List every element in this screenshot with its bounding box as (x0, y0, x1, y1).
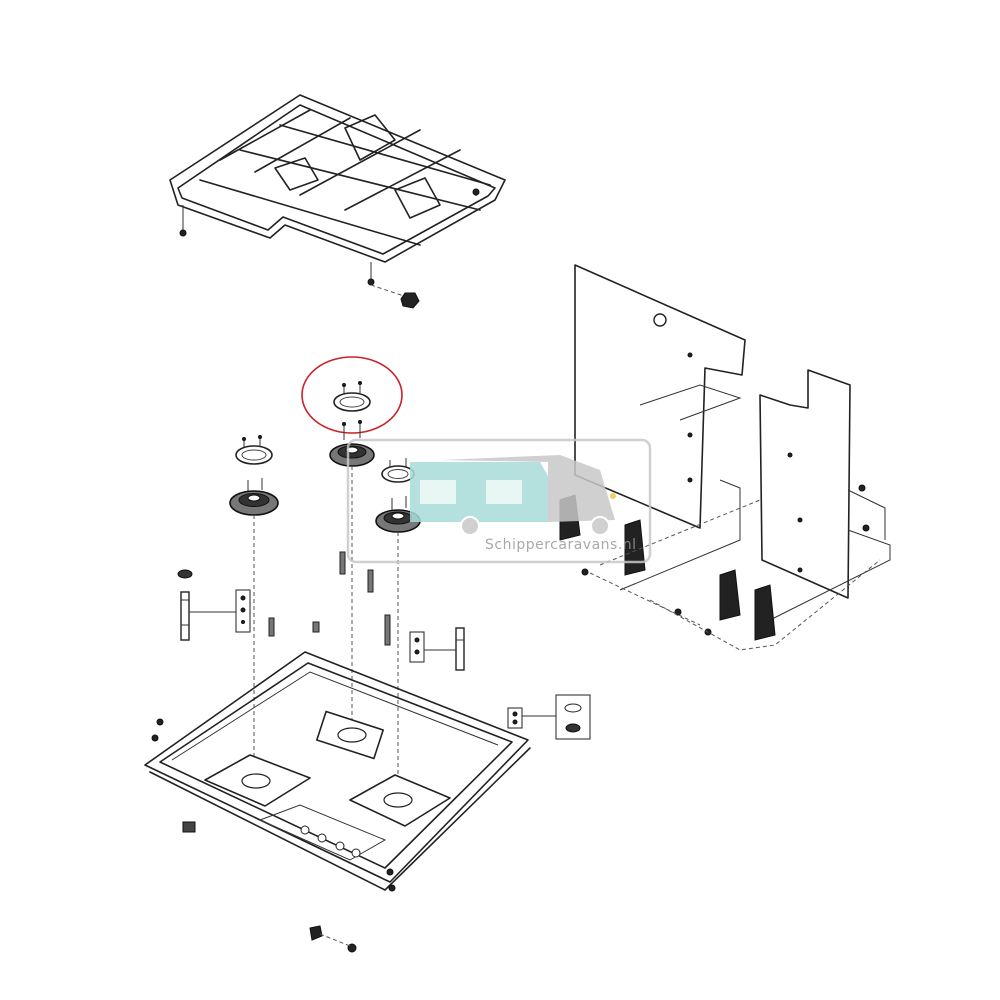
caravan-logo-icon (410, 462, 548, 522)
lid-panel-small (759, 369, 891, 621)
watermark: Schippercaravans.nl (346, 438, 652, 564)
burner-left (229, 435, 279, 780)
hob-tray (144, 651, 531, 953)
injectors-and-thermocouples (177, 551, 465, 671)
burner-large-top (329, 420, 375, 467)
pan-support-grid (169, 94, 506, 309)
burner-cap-highlighted (333, 381, 371, 412)
fixing-clips (507, 694, 591, 740)
burner-right (375, 458, 421, 795)
highlight-circle (301, 356, 403, 434)
watermark-text: Schippercaravans.nl (485, 537, 637, 553)
